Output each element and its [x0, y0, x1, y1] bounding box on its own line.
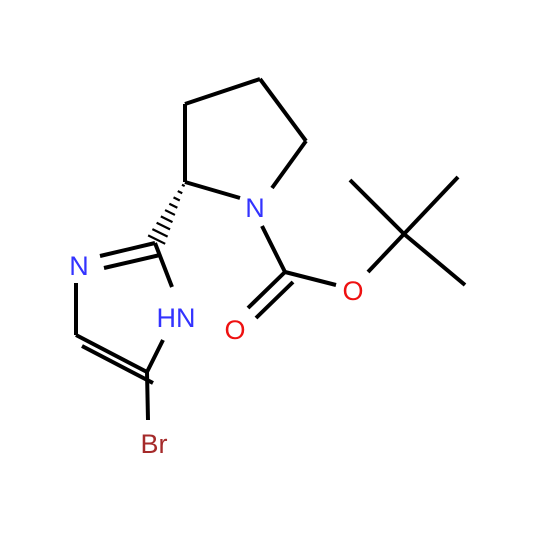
bond-c5-n1 — [270, 139, 308, 190]
hash-line — [156, 221, 171, 231]
bond-im-c5-nh — [145, 339, 165, 373]
bond-im-c2-nh — [153, 242, 174, 288]
bond-tbu-methyl-3 — [402, 232, 467, 287]
hash-line — [173, 196, 181, 202]
atom-label-ester-oxygen: O — [342, 276, 363, 306]
atom-label-imidazole-nitrogen: N — [69, 251, 89, 281]
bond-im-c4-c5-a — [75, 333, 148, 374]
stereo-hash-bond — [147, 183, 186, 245]
hash-line — [164, 209, 176, 216]
bond-c4-c5 — [258, 77, 308, 143]
hash-line — [168, 202, 178, 209]
hash-line — [151, 228, 169, 238]
bond-carbonyl-c-ester-o — [284, 270, 337, 287]
bond-im-c2-n3-a — [99, 241, 156, 258]
bond-im-c4-c5-b — [81, 344, 154, 385]
hash-line — [147, 234, 166, 245]
imidazole-ring — [74, 241, 174, 421]
atom-label-imidazole-nh: HN — [157, 303, 196, 333]
atom-label-ring-nitrogen: N — [245, 193, 265, 223]
bond-c5-br — [145, 371, 150, 421]
boc-group — [246, 175, 467, 320]
bond-c2-n1 — [184, 180, 241, 200]
bond-n1-carbonyl-c — [260, 225, 287, 273]
hash-line — [160, 215, 173, 224]
bond-tbu-methyl-2 — [402, 175, 460, 236]
bond-tbu-methyl-1 — [348, 178, 406, 236]
bond-carbonyl-double-b — [254, 280, 295, 320]
bond-im-c2-n3-b — [103, 253, 161, 270]
pyrrolidine-ring — [183, 77, 308, 200]
atom-label-bromine: Br — [141, 429, 168, 459]
atom-label-carbonyl-oxygen: O — [224, 315, 245, 345]
bond-c3-c4 — [184, 77, 261, 106]
bond-ester-o-tbu-c — [366, 232, 406, 274]
hash-line — [177, 190, 183, 195]
hash-line — [181, 183, 186, 188]
bond-carbonyl-double-a — [246, 270, 287, 310]
